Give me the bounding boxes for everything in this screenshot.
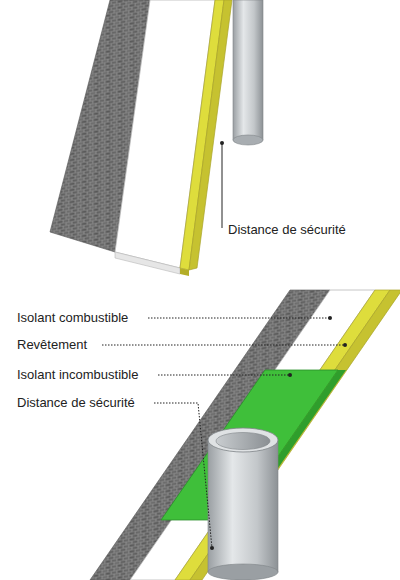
part-label: Isolant incombustible bbox=[16, 367, 139, 383]
leader-lines bbox=[102, 316, 347, 550]
flue-pipe-top bbox=[233, 0, 263, 145]
leader-line bbox=[220, 141, 224, 228]
flue-pipe-bottom bbox=[208, 428, 278, 580]
part-label: Revêtement bbox=[16, 337, 88, 353]
wall-top bbox=[50, 0, 232, 276]
safety-distance-label: Distance de sécurité bbox=[16, 395, 136, 411]
safety-distance-label: Distance de sécurité bbox=[227, 222, 347, 238]
wall-bottom bbox=[90, 290, 400, 580]
part-label: Isolant combustible bbox=[16, 310, 129, 326]
